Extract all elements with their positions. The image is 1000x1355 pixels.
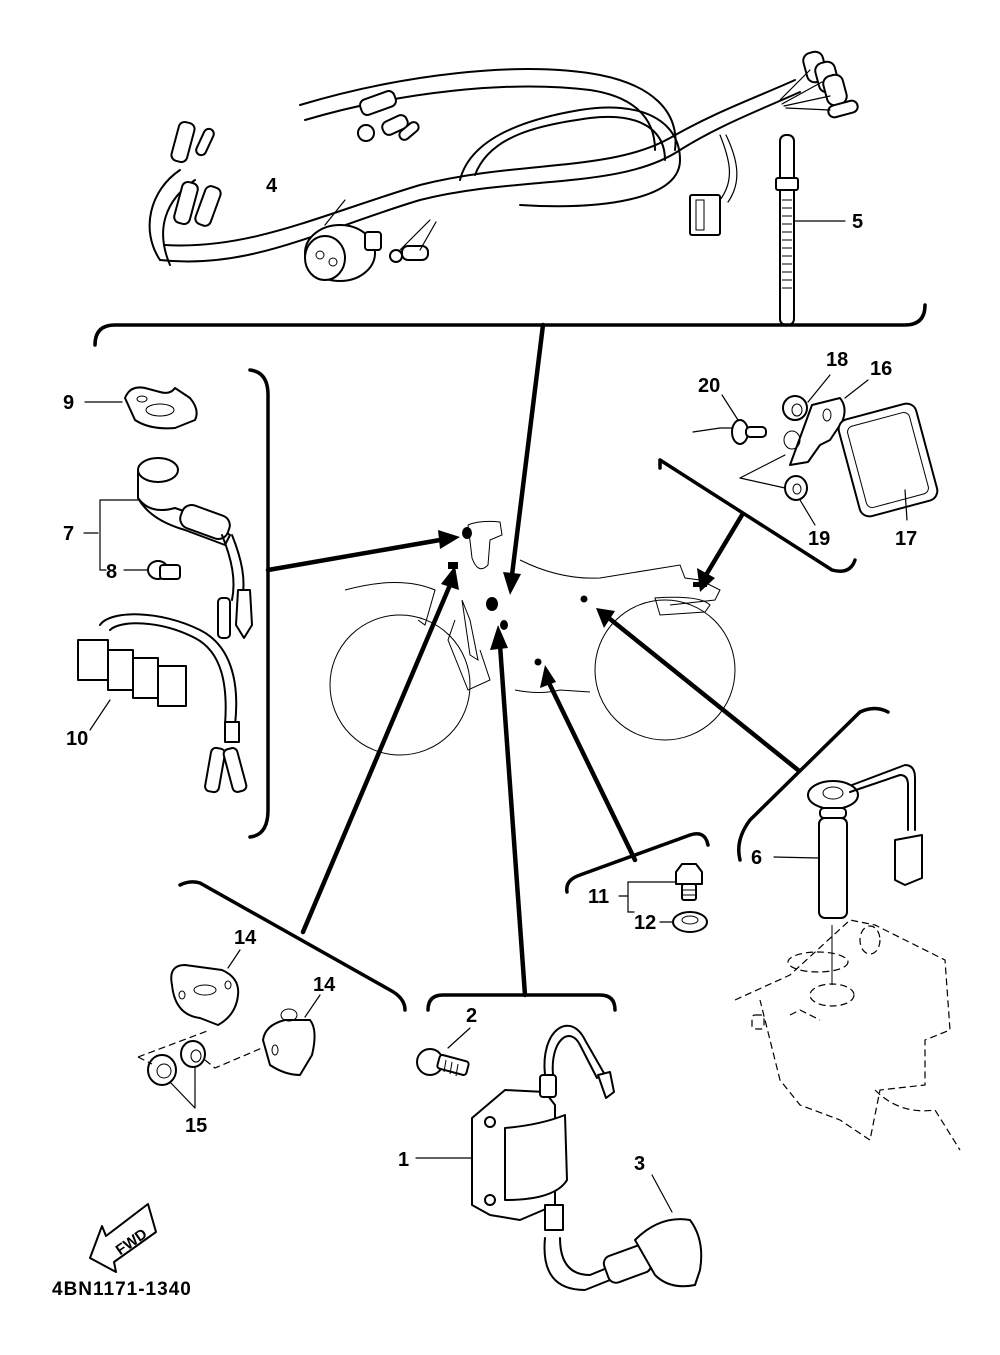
diagram-code: 4BN1171-1340 [52,1279,192,1300]
callout-17: 17 [895,528,917,550]
leader-14a [227,949,241,969]
callout-3: 3 [634,1153,645,1175]
leader-20 [721,394,739,421]
callout-16: 16 [870,358,892,380]
bracket-guides [137,1029,263,1069]
motorcycle-outline [329,520,736,756]
washer-12[interactable] [672,911,708,933]
mount-point-f [580,595,588,603]
leader-7 [99,499,139,571]
callout-5: 5 [852,211,863,233]
leader-19 [799,499,816,526]
leader-15 [169,1067,196,1109]
cable-tie[interactable] [775,134,799,326]
leader-3 [651,1174,673,1213]
arrowhead-coil [490,625,508,650]
arrowhead-bolt [540,665,556,688]
mount-point-c [500,620,508,630]
callout-20: 20 [698,375,720,397]
arrowhead-bracket [441,566,459,590]
callout-12: 12 [634,912,656,934]
callout-19: 19 [808,528,830,550]
callout-6: 6 [751,847,762,869]
callout-14b: 14 [313,974,336,996]
spark-plug-cap[interactable] [543,1218,703,1291]
coil-bolt-2[interactable] [416,1048,470,1077]
leader-16 [844,379,869,399]
mount-point-g [693,582,707,587]
pointer-harness [509,322,546,578]
bracket-14-left[interactable] [170,964,240,1026]
bracket-14-right[interactable] [262,1008,316,1076]
bracket-brace [178,880,407,1012]
callout-18: 18 [826,349,848,371]
harness-brace [93,303,927,347]
callout-14a: 14 [234,927,257,949]
leader-17 [904,489,908,521]
collar-15[interactable] [147,1040,206,1086]
reflector-bracket[interactable] [783,397,846,466]
arrowhead-harness [503,572,521,595]
callout-10: 10 [66,728,88,750]
left-brace [248,368,270,839]
callout-11: 11 [588,886,609,908]
callout-8: 8 [106,561,117,583]
reflector-brace [658,458,857,573]
headlight-socket[interactable] [137,457,253,639]
leader-4 [324,199,346,226]
callout-2: 2 [466,1005,477,1027]
mount-point-e [534,658,542,666]
resistor-assembly[interactable] [77,613,248,794]
coil-brace [426,993,617,1012]
arrowhead-sensor [596,608,615,628]
mount-point-b [486,597,498,611]
pointer-sensor [602,612,801,773]
arrowhead-headlight [438,530,460,549]
headlight-bulb[interactable] [147,560,181,580]
pointer-reflector [703,512,745,578]
fwd-direction-arrow: FWD [89,1203,157,1273]
bulb-socket-plate[interactable] [124,386,198,430]
callout-7: 7 [63,523,74,545]
leader-11-12 [618,881,677,913]
callout-4: 4 [266,175,278,197]
callout-9: 9 [63,392,74,414]
rear-reflector[interactable] [836,401,939,518]
leader-6 [773,856,819,859]
pointer-coil [497,642,528,998]
leader-19-guide [739,454,786,489]
fuel-sender-unit[interactable] [807,764,923,919]
reflector-pin[interactable] [692,419,767,445]
reflector-grommet-bottom[interactable] [784,475,808,501]
leader-10 [89,699,111,731]
sensor-brace [737,706,890,862]
fuel-tank [734,919,961,1151]
callout-1: 1 [398,1149,409,1171]
mount-point-a [448,562,458,569]
leader-2 [447,1027,471,1049]
reflector-grommet-top[interactable] [782,395,808,421]
bolt-11[interactable] [675,863,703,901]
mount-point-d [462,527,472,539]
leader-14b [304,994,321,1018]
pointer-headlight [265,537,443,573]
callout-15: 15 [185,1115,207,1137]
ignition-coil[interactable] [471,1024,615,1231]
leader-18 [807,374,831,403]
pointer-bolt [547,682,638,863]
wire-harness[interactable] [148,50,859,282]
pointer-bracket [300,582,453,935]
